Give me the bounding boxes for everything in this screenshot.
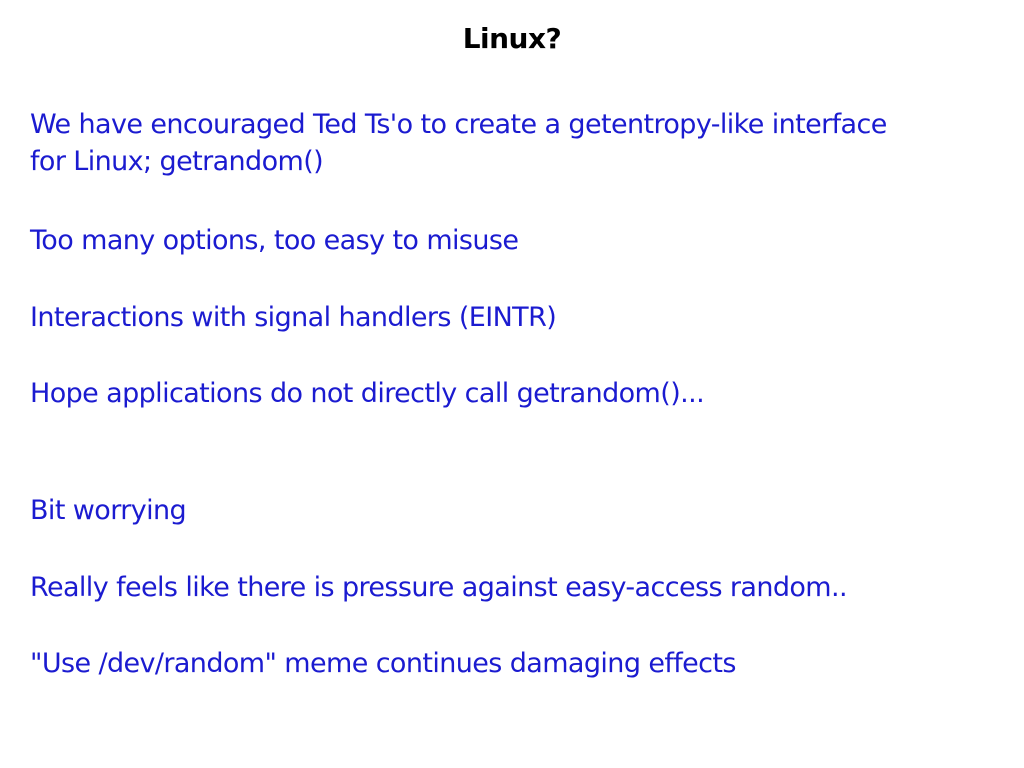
paragraph-signal-handlers: Interactions with signal handlers (EINTR… — [30, 302, 557, 333]
paragraph-getentropy-interface: We have encouraged Ted Ts'o to create a … — [30, 109, 887, 177]
paragraph-pressure-against-random: Really feels like there is pressure agai… — [30, 572, 848, 603]
paragraph-dev-random-meme: "Use /dev/random" meme continues damagin… — [30, 648, 736, 679]
paragraph-hope-applications: Hope applications do not directly call g… — [30, 378, 705, 409]
paragraph-too-many-options: Too many options, too easy to misuse — [30, 225, 519, 256]
slide-title: Linux? — [462, 22, 562, 55]
paragraph-bit-worrying: Bit worrying — [30, 495, 187, 526]
